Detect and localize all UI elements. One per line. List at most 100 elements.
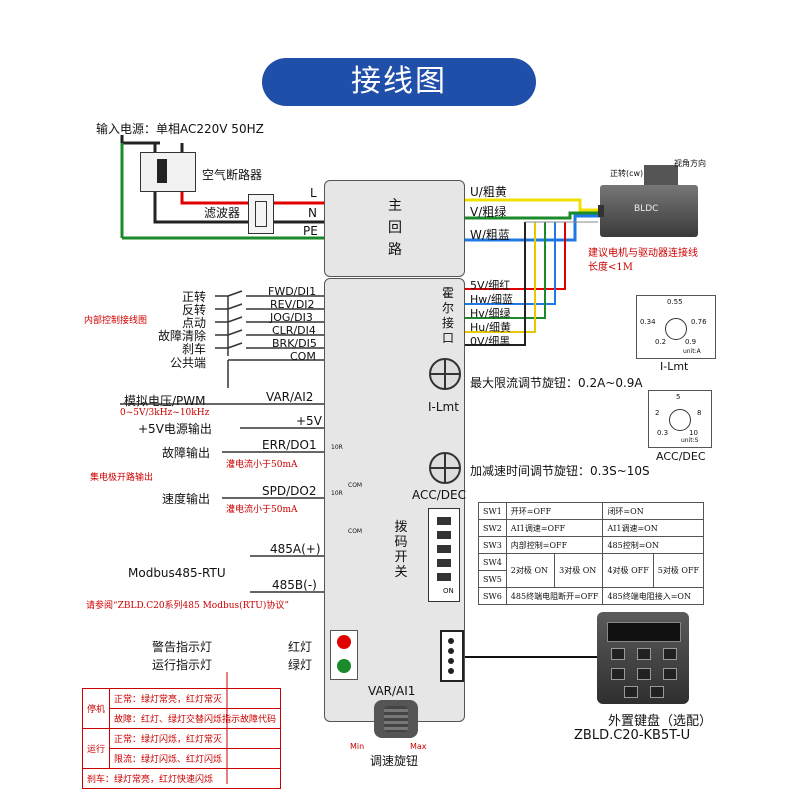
main-circuit-box: 主回路 bbox=[324, 180, 465, 277]
breaker-switch-icon bbox=[157, 159, 167, 183]
output-w: W/粗蓝 bbox=[470, 228, 510, 242]
keypad-button[interactable] bbox=[637, 648, 651, 660]
terminal-di3: JOG/DI3 bbox=[270, 311, 313, 324]
indicator-panel bbox=[330, 630, 358, 680]
keypad-port[interactable] bbox=[440, 630, 464, 682]
var-ai1-label: VAR/AI1 bbox=[368, 684, 416, 698]
hall-hv: Hv/细绿 bbox=[470, 307, 511, 320]
fn-clear: 故障清除 bbox=[158, 329, 207, 343]
terminal-pe: PE bbox=[303, 224, 318, 238]
motor-note-2: 长度<1M bbox=[588, 262, 633, 273]
speed-knob-icon[interactable] bbox=[374, 700, 418, 738]
knob-max-label: Max bbox=[410, 742, 427, 751]
keypad-button[interactable] bbox=[663, 668, 677, 680]
fn-brake: 刹车 bbox=[182, 342, 207, 356]
motor-rotation-label: 正转(cw) bbox=[610, 169, 644, 178]
status-row: 故障：红灯、绿灯交替闪烁指示故障代码 bbox=[109, 708, 282, 729]
terminal-485b: 485B(-) bbox=[272, 578, 317, 592]
com-label-2: COM bbox=[348, 528, 363, 535]
status-row: 正常：绿灯常亮，红灯常灭 bbox=[109, 688, 282, 709]
status-table: 停机正常：绿灯常亮，红灯常灭 故障：红灯、绿灯交替闪烁指示故障代码 运行正常：绿… bbox=[81, 688, 282, 789]
hall-0v: 0V/细黑 bbox=[470, 335, 511, 348]
keypad-button[interactable] bbox=[663, 648, 677, 660]
speed-current-note: 灌电流小于50mA bbox=[226, 505, 298, 515]
modbus-label: Modbus485-RTU bbox=[128, 566, 226, 580]
fn-jog: 点动 bbox=[182, 316, 207, 330]
ilmt-label: I-Lmt bbox=[428, 400, 459, 414]
breaker-body bbox=[140, 152, 196, 192]
terminal-di5: BRK/DI5 bbox=[272, 337, 317, 350]
modbus-note: 请参阅“ZBLD.C20系列485 Modbus(RTU)协议” bbox=[86, 601, 289, 611]
fn-forward: 正转 bbox=[182, 290, 207, 304]
com-label-1: COM bbox=[348, 482, 363, 489]
red-led-icon bbox=[337, 635, 351, 649]
status-row: 刹车：绿灯常亮，红灯快速闪烁 bbox=[81, 768, 282, 789]
supply-label: +5V电源输出 bbox=[138, 422, 212, 436]
dip-switch[interactable]: ON bbox=[428, 508, 460, 602]
terminal-di1: FWD/DI1 bbox=[268, 285, 317, 298]
green-led-icon bbox=[337, 659, 351, 673]
terminal-n: N bbox=[308, 206, 317, 220]
acc-dial: 5 2 8 0.3 10 unit:S bbox=[648, 390, 712, 448]
dip-switch-label: 拨码开关 bbox=[394, 520, 408, 580]
green-light-label: 绿灯 bbox=[288, 658, 313, 672]
filter-icon bbox=[248, 194, 274, 234]
speed-output-label: 速度输出 bbox=[162, 492, 211, 506]
terminal-com: COM bbox=[290, 350, 316, 363]
filter-label: 滤波器 bbox=[204, 206, 241, 220]
terminal-l: L bbox=[310, 186, 317, 200]
breaker-label: 空气断路器 bbox=[202, 168, 263, 182]
status-row: 正常：绿灯闪烁，红灯常灭 bbox=[109, 728, 282, 749]
status-row: 限流：绿灯闪烁、红灯闪烁 bbox=[109, 748, 282, 769]
acc-dial-label: ACC/DEC bbox=[656, 450, 706, 463]
terminal-di2: REV/DI2 bbox=[270, 298, 315, 311]
speed-knob-label: 调速旋钮 bbox=[370, 754, 419, 768]
r10-label-2: 10R bbox=[331, 490, 343, 497]
bldc-motor: BLDC bbox=[600, 185, 698, 237]
ilmt-desc: 最大限流调节旋钮：0.2A~0.9A bbox=[470, 376, 643, 390]
ilmt-dial-label: I-Lmt bbox=[660, 360, 689, 373]
keypad-button[interactable] bbox=[650, 686, 664, 698]
terminal-485a: 485A(+) bbox=[270, 542, 321, 556]
motor-view-label: 视角方向 bbox=[674, 159, 706, 168]
analog-label: 模拟电压/PWM bbox=[124, 394, 206, 408]
fn-common: 公共端 bbox=[170, 356, 207, 370]
keypad-button[interactable] bbox=[624, 686, 638, 698]
open-collector-note: 集电极开路输出 bbox=[90, 473, 154, 483]
ilmt-knob-icon[interactable] bbox=[429, 358, 461, 390]
output-v: V/粗绿 bbox=[470, 205, 507, 219]
external-keypad bbox=[597, 612, 689, 704]
terminal-var-ai2: VAR/AI2 bbox=[266, 390, 314, 404]
fault-output-label: 故障输出 bbox=[162, 446, 211, 460]
knob-min-label: Min bbox=[350, 742, 365, 751]
fn-reverse: 反转 bbox=[182, 303, 207, 317]
alarm-indicator-label: 警告指示灯 bbox=[152, 640, 213, 654]
fault-current-note: 灌电流小于50mA bbox=[226, 460, 298, 470]
motor-note-1: 建议电机与驱动器连接线 bbox=[588, 248, 698, 259]
run-indicator-label: 运行指示灯 bbox=[152, 658, 213, 672]
keypad-model: ZBLD.C20-KB5T-U bbox=[574, 728, 691, 743]
power-input-label: 输入电源：单相AC220V 50HZ bbox=[96, 122, 264, 136]
r10-label-1: 10R bbox=[331, 444, 343, 451]
hall-hw: Hw/细蓝 bbox=[470, 293, 513, 306]
title-banner: 接线图 bbox=[262, 58, 536, 106]
keypad-title: 外置键盘（选配） bbox=[608, 714, 713, 729]
hall-interface-label: 霍尔接口 bbox=[441, 286, 454, 345]
hall-5v: 5V/细红 bbox=[470, 279, 511, 292]
motor-encoder bbox=[644, 165, 678, 185]
terminal-di4: CLR/DI4 bbox=[272, 324, 316, 337]
keypad-button[interactable] bbox=[637, 668, 651, 680]
terminal-err-do1: ERR/DO1 bbox=[262, 438, 317, 452]
acc-desc: 加减速时间调节旋钮：0.3S~10S bbox=[470, 464, 650, 478]
ilmt-dial: 0.55 0.34 0.76 0.2 0.9 unit:A bbox=[636, 295, 716, 359]
output-u: U/粗黄 bbox=[470, 185, 507, 199]
keypad-display bbox=[607, 622, 681, 642]
keypad-button[interactable] bbox=[611, 648, 625, 660]
analog-range: 0~5V/3kHz~10kHz bbox=[120, 408, 210, 418]
keypad-button[interactable] bbox=[611, 668, 625, 680]
status-run: 运行 bbox=[81, 728, 111, 769]
acc-knob-icon[interactable] bbox=[429, 452, 461, 484]
internal-control-note: 内部控制接线图 bbox=[84, 316, 148, 326]
